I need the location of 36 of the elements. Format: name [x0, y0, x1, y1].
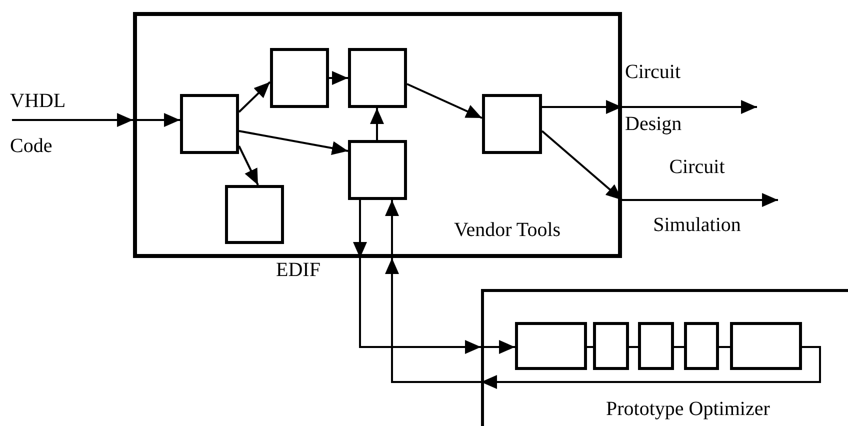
arrow — [370, 108, 384, 140]
arrow — [622, 193, 778, 207]
connector-line — [719, 346, 730, 348]
arrow — [406, 83, 482, 119]
arrow — [12, 113, 133, 127]
process-box — [225, 185, 284, 244]
connector-line — [629, 346, 638, 348]
arrow — [238, 81, 271, 113]
prototype-optimizer-box — [481, 289, 848, 426]
process-box — [638, 322, 674, 370]
edge-label: EDIF — [276, 258, 322, 282]
arrow — [238, 146, 259, 186]
vendor-tools-box — [133, 12, 622, 258]
edge-label: Circuit Simulation — [652, 155, 742, 238]
process-box — [482, 94, 542, 154]
edge-label: VHDL Code — [10, 89, 66, 159]
process-box — [348, 140, 407, 200]
process-box — [180, 94, 239, 154]
process-box — [348, 48, 407, 108]
arrow — [238, 130, 348, 155]
box-title: Vendor Tools — [454, 219, 561, 242]
arrow — [481, 346, 821, 389]
arrow — [481, 340, 515, 354]
connector-line — [587, 346, 593, 348]
connector-line — [674, 346, 684, 348]
arrow — [385, 258, 481, 383]
process-box — [684, 322, 719, 370]
process-box — [515, 322, 587, 370]
box-title: Prototype Optimizer — [606, 398, 770, 421]
process-box — [270, 48, 329, 108]
process-box — [730, 322, 802, 370]
process-box — [593, 322, 629, 370]
arrow — [329, 71, 348, 85]
arrow — [622, 100, 757, 114]
edge-label: Circuit Design — [625, 60, 683, 137]
arrow — [359, 258, 481, 354]
